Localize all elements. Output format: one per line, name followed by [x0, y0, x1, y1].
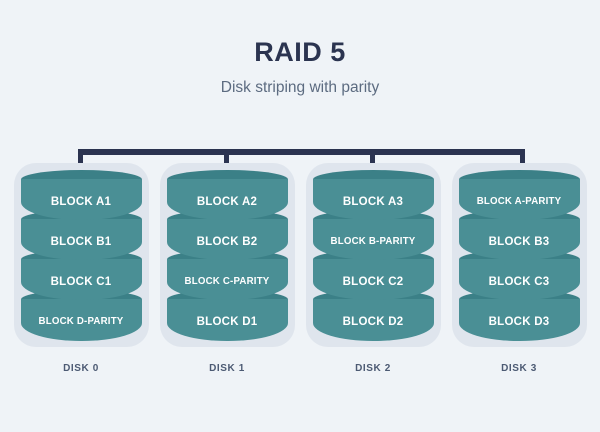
disk-block[interactable]: BLOCK A2	[166, 170, 288, 222]
cylinder-body-icon	[20, 219, 142, 260]
platter-stack: BLOCK A-PARITY BLOCK B3 BLOCK C3 BLOCK D…	[458, 170, 580, 341]
cylinder-body-icon	[458, 259, 580, 300]
disk-3[interactable]: BLOCK A-PARITY BLOCK B3 BLOCK C3 BLOCK D…	[451, 163, 587, 374]
block-label: BLOCK C2	[342, 276, 404, 288]
disk-block[interactable]: BLOCK B-PARITY	[312, 210, 434, 262]
cylinder-body-icon	[166, 179, 288, 220]
disk-label: DISK 3	[501, 363, 537, 374]
disk-shell: BLOCK A2 BLOCK B2 BLOCK C-PARITY BLOCK D…	[159, 163, 295, 347]
disk-block[interactable]: BLOCK A3	[312, 170, 434, 222]
cylinder-body-icon	[20, 179, 142, 220]
block-label: BLOCK D2	[342, 316, 404, 328]
cylinder-body-icon	[166, 259, 288, 300]
cylinder-body-icon	[312, 259, 434, 300]
block-label-parity: BLOCK C-PARITY	[184, 276, 270, 287]
cylinder-body-icon	[458, 299, 580, 341]
block-label-parity: BLOCK B-PARITY	[330, 236, 416, 247]
disk-2[interactable]: BLOCK A3 BLOCK B-PARITY BLOCK C2 BLOCK D…	[305, 163, 441, 374]
disk-label: DISK 0	[63, 363, 99, 374]
block-label: BLOCK A2	[196, 196, 258, 208]
disk-shell: BLOCK A-PARITY BLOCK B3 BLOCK C3 BLOCK D…	[451, 163, 587, 347]
disk-block[interactable]: BLOCK A1	[20, 170, 142, 222]
page-title: RAID 5	[254, 37, 346, 67]
disk-block[interactable]: BLOCK D2	[312, 290, 434, 342]
cylinder-body-icon	[312, 219, 434, 260]
cylinder-body-icon	[20, 299, 142, 341]
cylinder-body-icon	[458, 179, 580, 220]
disk-label: DISK 2	[355, 363, 391, 374]
block-label: BLOCK A3	[342, 196, 404, 208]
cylinder-body-icon	[312, 179, 434, 220]
block-label-parity: BLOCK A-PARITY	[476, 196, 562, 207]
block-label: BLOCK D1	[196, 316, 258, 328]
page-subtitle: Disk striping with parity	[220, 78, 380, 96]
block-label: BLOCK D3	[488, 316, 550, 328]
disk-shell: BLOCK A3 BLOCK B-PARITY BLOCK C2 BLOCK D…	[305, 163, 441, 347]
disk-0[interactable]: BLOCK A1 BLOCK B1 BLOCK C1 BLOCK D-PARIT…	[13, 163, 149, 374]
block-label: BLOCK C3	[488, 276, 550, 288]
disk-1[interactable]: BLOCK A2 BLOCK B2 BLOCK C-PARITY BLOCK D…	[159, 163, 295, 374]
cylinder-body-icon	[458, 219, 580, 260]
block-label: BLOCK B3	[488, 236, 550, 248]
disk-shell: BLOCK A1 BLOCK B1 BLOCK C1 BLOCK D-PARIT…	[13, 163, 149, 347]
cylinder-body-icon	[312, 299, 434, 341]
cylinder-body-icon	[166, 219, 288, 260]
diagram-header: RAID 5 Disk striping with parity	[0, 0, 600, 97]
platter-stack: BLOCK A2 BLOCK B2 BLOCK C-PARITY BLOCK D…	[166, 170, 288, 341]
cylinder-body-icon	[20, 259, 142, 300]
block-label: BLOCK B1	[50, 236, 112, 248]
block-label: BLOCK A1	[50, 196, 112, 208]
disk-block[interactable]: BLOCK A-PARITY	[458, 170, 580, 222]
disk-block[interactable]: BLOCK C3	[458, 250, 580, 302]
platter-stack: BLOCK A3 BLOCK B-PARITY BLOCK C2 BLOCK D…	[312, 170, 434, 342]
platter-stack: BLOCK A1 BLOCK B1 BLOCK C1 BLOCK D-PARIT…	[20, 170, 142, 341]
controller-bus-line	[78, 149, 525, 155]
disk-label: DISK 1	[209, 363, 245, 374]
block-label-parity: BLOCK D-PARITY	[38, 316, 124, 327]
block-label: BLOCK B2	[196, 236, 258, 248]
cylinder-body-icon	[166, 299, 288, 341]
block-label: BLOCK C1	[50, 276, 112, 288]
disk-array: BLOCK A1 BLOCK B1 BLOCK C1 BLOCK D-PARIT…	[0, 163, 600, 374]
